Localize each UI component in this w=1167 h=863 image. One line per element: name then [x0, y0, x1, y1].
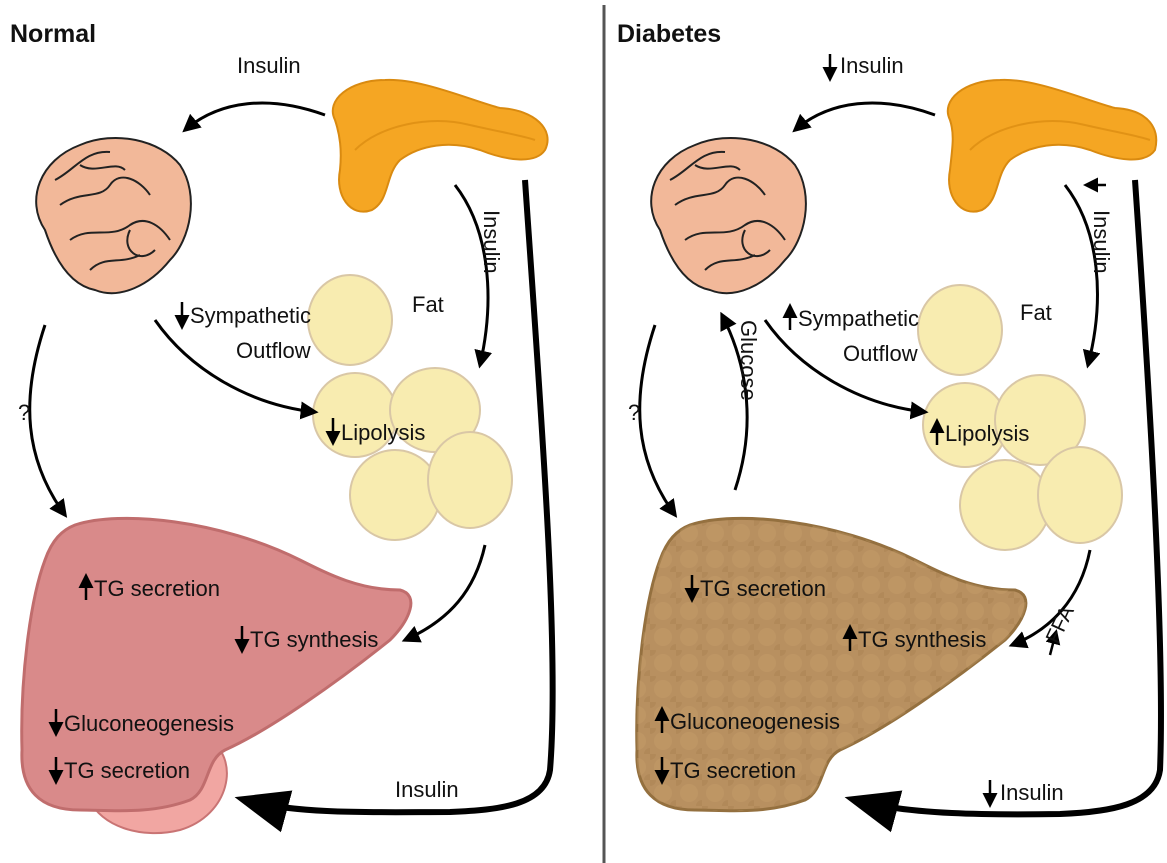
gluconeogenesis-label: Gluconeogenesis [670, 709, 840, 734]
lipolysis-label: Lipolysis [945, 421, 1029, 446]
insulin-top-label: Insulin [840, 53, 904, 78]
fat-label: Fat [412, 292, 444, 317]
tg-synthesis-label: TG synthesis [858, 627, 986, 652]
fat-label: Fat [1020, 300, 1052, 325]
pancreas-icon [333, 80, 548, 212]
normal-panel: Normal Insuli [10, 20, 553, 833]
diabetes-panel: Diabetes [617, 20, 1161, 814]
sympathetic-label: Sympathetic [798, 306, 919, 331]
insulin-side-label: Insulin [479, 210, 504, 274]
arrow-brain-to-liver [640, 325, 675, 515]
insulin-top-label: Insulin [237, 53, 301, 78]
tg-secretion-top-label: TG secretion [700, 576, 826, 601]
arrow-brain-to-fat [155, 320, 315, 412]
glucose-label: Glucose [736, 320, 761, 401]
question-label: ? [628, 400, 640, 425]
insulin-side-label: Insulin [1089, 210, 1114, 274]
tg-secretion-bottom-label: TG secretion [64, 758, 190, 783]
lipolysis-label: Lipolysis [341, 420, 425, 445]
insulin-bottom-label: Insulin [395, 777, 459, 802]
outflow-label: Outflow [236, 338, 311, 363]
tg-secretion-top-label: TG secretion [94, 576, 220, 601]
pancreas-icon [948, 80, 1156, 212]
arrow-brain-to-liver [30, 325, 65, 515]
insulin-bottom-label: Insulin [1000, 780, 1064, 805]
tg-secretion-bottom-label: TG secretion [670, 758, 796, 783]
ffa-label: FFA [1042, 602, 1079, 647]
arrow-brain-to-fat [765, 320, 925, 412]
arrow-pancreas-to-brain [795, 103, 935, 130]
tg-synthesis-label: TG synthesis [250, 627, 378, 652]
fat-cells [308, 275, 512, 540]
diabetes-title: Diabetes [617, 20, 721, 48]
outflow-label: Outflow [843, 341, 918, 366]
arrow-fat-to-liver [405, 545, 485, 640]
liver-icon [22, 518, 411, 833]
arrow-pancreas-to-brain [185, 103, 325, 130]
question-label: ? [18, 400, 30, 425]
brain-icon [36, 138, 191, 293]
gluconeogenesis-label: Gluconeogenesis [64, 711, 234, 736]
brain-icon [651, 138, 806, 293]
sympathetic-label: Sympathetic [190, 303, 311, 328]
normal-title: Normal [10, 20, 96, 48]
